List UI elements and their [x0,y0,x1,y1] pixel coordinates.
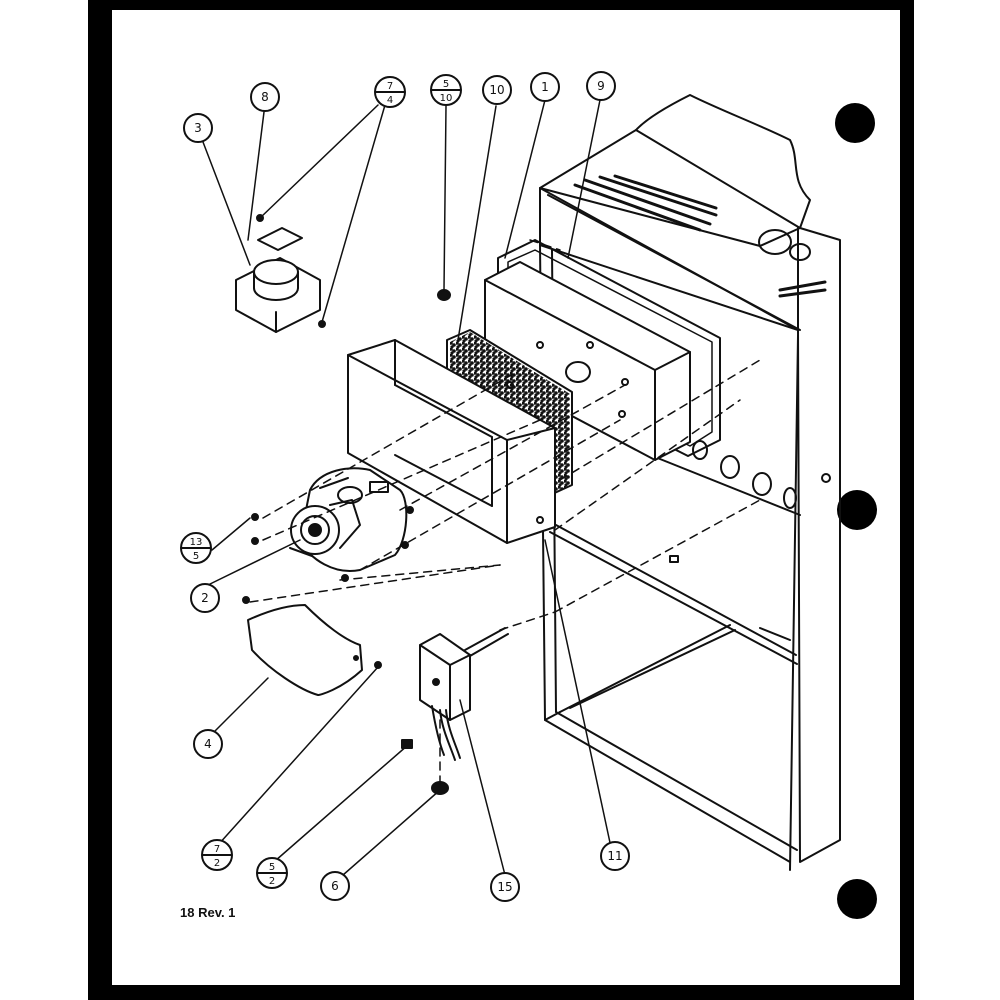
svg-text:11: 11 [607,849,622,863]
svg-text:5: 5 [193,551,199,562]
inducer-motor [251,467,414,582]
svg-text:5: 5 [269,862,275,873]
callout-7-over-2: 7 2 [201,839,233,871]
binder-hole-bottom [837,879,877,919]
page-revision-label: 18 Rev. 1 [180,905,236,920]
leader-lines [202,99,613,883]
svg-text:4: 4 [387,95,393,106]
svg-text:9: 9 [597,79,605,93]
svg-text:4: 4 [204,737,212,751]
callout-5-over-2: 5 2 [256,857,288,889]
svg-text:15: 15 [497,880,512,894]
svg-text:10: 10 [440,93,453,104]
furnace-cabinet [539,94,841,871]
svg-text:7: 7 [387,81,393,92]
svg-text:2: 2 [269,876,275,887]
callout-2: 2 [190,583,220,613]
callout-1: 1 [530,72,560,102]
callout-10: 10 [482,75,512,105]
callout-6: 6 [320,871,350,901]
callout-4: 4 [193,729,223,759]
svg-text:10: 10 [489,83,504,97]
binder-hole-middle [837,490,877,530]
svg-text:8: 8 [261,90,269,104]
blower-housing-frame [347,339,556,544]
svg-text:1: 1 [541,80,549,94]
svg-text:2: 2 [201,591,209,605]
svg-text:7: 7 [214,844,220,855]
callout-11: 11 [600,841,630,871]
callout-5-over-10: 5 10 [430,74,462,106]
svg-text:3: 3 [194,121,202,135]
callout-13-over-5: 13 5 [180,532,212,564]
svg-text:6: 6 [331,879,339,893]
callout-8: 8 [250,82,280,112]
svg-text:5: 5 [443,79,449,90]
callout-15: 15 [490,872,520,902]
svg-text:13: 13 [190,537,203,548]
alignment-lines [249,239,761,791]
callout-3: 3 [183,113,213,143]
inducer-cover [242,596,382,696]
svg-text:2: 2 [214,858,220,869]
collector-box [484,261,691,461]
pressure-switch [401,627,509,795]
binder-hole-top [835,103,875,143]
callout-7-over-4: 7 4 [374,76,406,108]
callout-9: 9 [586,71,616,101]
